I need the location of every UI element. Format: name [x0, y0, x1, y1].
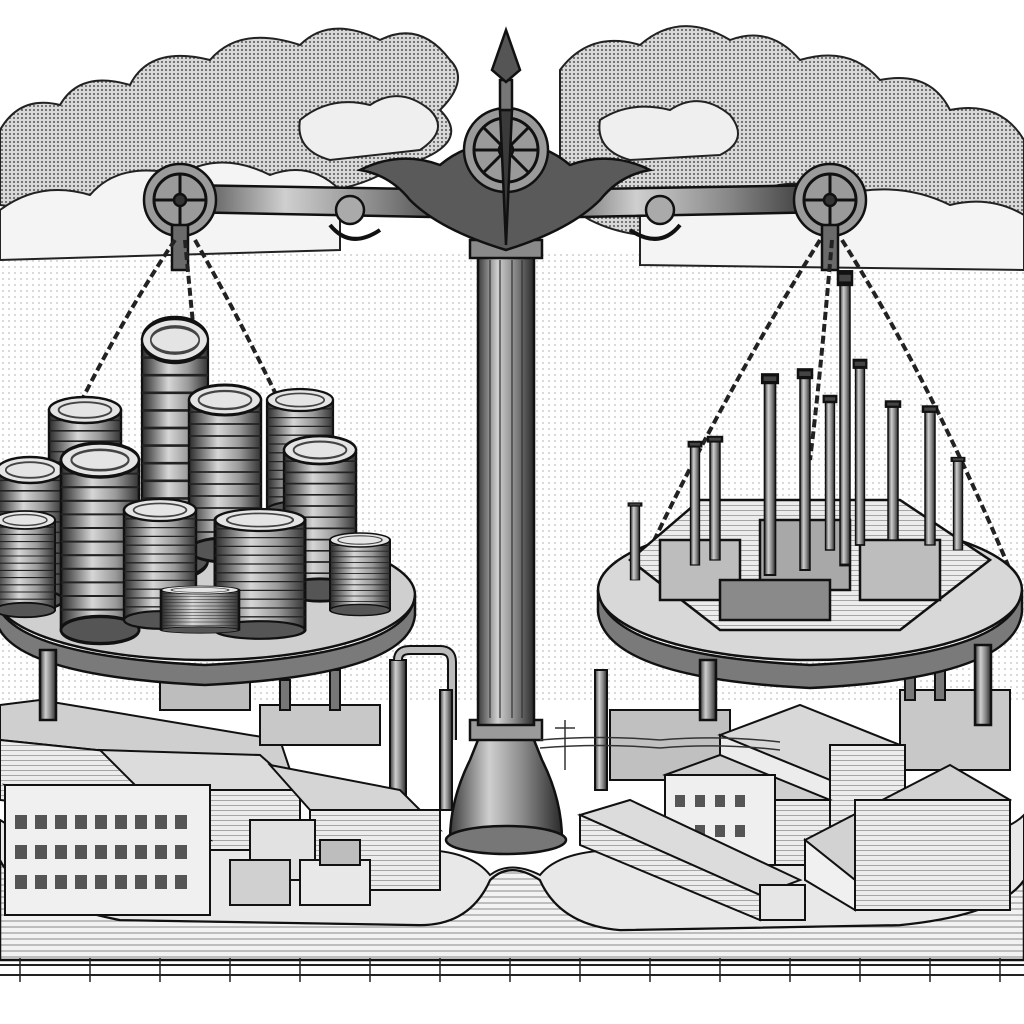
pulley-wheel-icon	[142, 162, 218, 272]
pulley-wheel-icon	[792, 162, 868, 272]
pipe-structure-right	[594, 669, 608, 791]
left-pan-assembly	[0, 162, 417, 722]
right-pan-legs	[698, 643, 993, 727]
office-building-front	[1, 783, 214, 916]
left-pan-legs	[38, 648, 58, 722]
warehouse-right-front	[577, 798, 806, 922]
small-sheds-left	[229, 819, 371, 906]
pan-factory	[627, 272, 993, 632]
machinery-right	[609, 664, 1011, 781]
left-factory-complex	[0, 645, 457, 916]
central-wheel	[462, 106, 550, 246]
right-factory-complex	[577, 664, 1013, 922]
spear-finial-icon	[490, 26, 522, 112]
right-pan-assembly	[596, 162, 1024, 727]
rail-fence	[0, 958, 1024, 982]
power-lines	[539, 720, 781, 770]
scale-beam	[178, 26, 832, 252]
scale-pillar	[444, 238, 568, 856]
right-chains	[638, 238, 1012, 571]
large-hangar-right	[803, 763, 1013, 912]
